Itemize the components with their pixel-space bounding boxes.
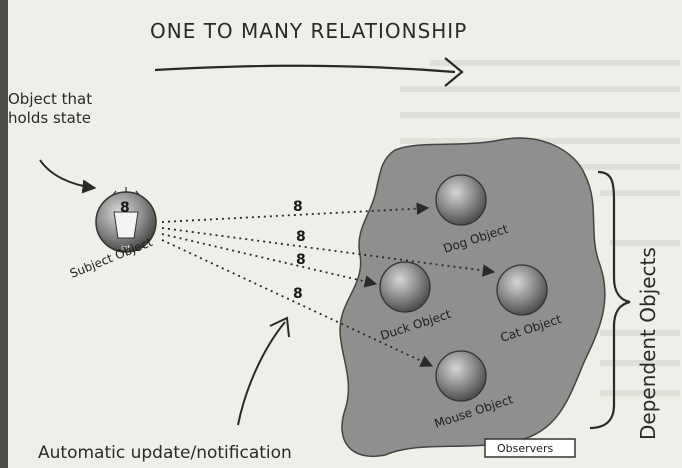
arrow-to-cat	[161, 227, 496, 277]
page-edge	[0, 0, 8, 468]
arrow-to-duck	[161, 233, 378, 288]
dog-sphere	[435, 174, 487, 226]
title-arrow-head	[444, 57, 464, 87]
subject-badge-value: 8	[120, 200, 130, 216]
observers-box	[484, 438, 576, 458]
auto-update-label: Automatic update/notification	[38, 443, 292, 463]
state-pointer-arrow	[39, 159, 97, 194]
arrow-to-mouse	[161, 239, 434, 367]
notification-arrows	[161, 202, 496, 367]
observers-label: Observers	[497, 442, 553, 455]
duck-sphere	[379, 261, 431, 313]
subject-object[interactable]: 8 int	[95, 187, 157, 253]
arrow-to-dog	[161, 202, 430, 223]
auto-update-arrow-head	[269, 316, 290, 338]
subject-cup-icon	[113, 211, 139, 239]
dependents-label: Dependent Objects	[636, 247, 660, 440]
value-label-dog: 8	[293, 199, 303, 215]
subject-badge-sub: int	[121, 244, 130, 252]
mouse-sphere	[435, 350, 487, 402]
value-label-mouse: 8	[293, 286, 303, 302]
subject-sparkle-icon	[111, 187, 141, 197]
cat-sphere	[496, 264, 548, 316]
title-arrow-line	[154, 64, 456, 74]
value-label-cat: 8	[296, 229, 306, 245]
state-label-line1: Object that	[8, 90, 92, 108]
state-label-line2: holds state	[8, 109, 91, 127]
value-label-duck: 8	[296, 252, 306, 268]
diagram-title: ONE TO MANY RELATIONSHIP	[150, 19, 467, 43]
dependents-brace	[589, 170, 631, 430]
auto-update-arrow	[237, 321, 286, 426]
